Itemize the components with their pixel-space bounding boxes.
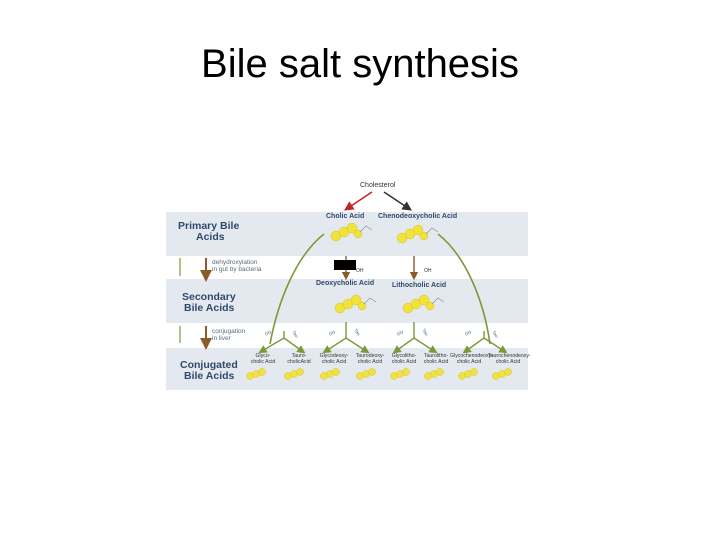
- svg-text:Gly: Gly: [396, 328, 405, 336]
- conjugated-bile-label-2: Bile Acids: [184, 370, 235, 382]
- conjugated-acid-name: Taurochenodeoxy-cholic Acid: [488, 353, 531, 365]
- conjugated-acid-name: Taurodeoxy-cholic Acid: [355, 353, 385, 365]
- lithocholic-acid-label: Lithocholic Acid: [392, 282, 447, 289]
- conjugation-label-2: in liver: [212, 335, 231, 342]
- deoxycholic-acid-label: Deoxycholic Acid: [316, 280, 375, 287]
- primary-bile-label-2: Acids: [196, 231, 225, 243]
- conjugated-bile-label-1: Conjugated: [180, 359, 238, 371]
- oh-label-1: OH: [356, 268, 364, 274]
- secondary-bile-label-1: Secondary: [182, 291, 236, 303]
- cholesterol-to-cheno-arrow: [383, 191, 412, 211]
- cholic-curve-arrow: [269, 233, 325, 345]
- conjugated-acid-name: Glyco-cholic Acid: [250, 353, 276, 365]
- conjugated-acid-name: Glycodeoxy-cholic Acid: [319, 353, 349, 365]
- dehydroxylation-label-1: dehydroxylation: [212, 259, 258, 266]
- bile-acid-diagram: Gly Tau Gly Tau Gly Tau Gly Tau: [166, 176, 531, 390]
- cholesterol-to-cholic-arrow: [344, 191, 373, 211]
- conjugated-acid-name: Taurolitho-cholic Acid: [423, 353, 449, 365]
- svg-text:Tau: Tau: [291, 330, 300, 339]
- blocked-step-box: [334, 260, 356, 270]
- primary-bile-label-1: Primary Bile: [178, 220, 240, 232]
- svg-text:Tau: Tau: [353, 328, 362, 337]
- svg-text:Gly: Gly: [264, 328, 273, 336]
- cholic-acid-label: Cholic Acid: [326, 213, 365, 220]
- svg-text:Tau: Tau: [421, 328, 430, 337]
- conjugation-forks: [258, 322, 508, 354]
- cholesterol-label: Cholesterol: [360, 182, 396, 189]
- molecule-structures: [246, 222, 512, 380]
- conjugated-acid-name: Tauro-cholicAcid: [287, 353, 311, 365]
- conjugated-acid-name: Glycolitho-cholic Acid: [391, 353, 417, 365]
- svg-text:Tau: Tau: [491, 330, 500, 339]
- conjugated-acid-name: Glycochenodeoxy-cholic Acid: [450, 353, 493, 365]
- slide-title: Bile salt synthesis: [201, 42, 519, 86]
- dehydroxylation-label-2: in gut by bacteria: [212, 266, 262, 273]
- diagram-graphics: Gly Tau Gly Tau Gly Tau Gly Tau: [179, 191, 512, 380]
- side-chains: [359, 225, 445, 305]
- conjugation-label-1: conjugation: [212, 328, 246, 335]
- cheno-curve-arrow: [437, 233, 491, 345]
- oh-label-2: OH: [424, 268, 432, 274]
- secondary-bile-label-2: Bile Acids: [184, 302, 235, 314]
- svg-text:Gly: Gly: [328, 328, 337, 336]
- chenodeoxycholic-acid-label: Chenodeoxycholic Acid: [378, 213, 458, 220]
- svg-text:Gly: Gly: [464, 328, 473, 336]
- fork-labels: Gly Tau Gly Tau Gly Tau Gly Tau: [264, 328, 500, 339]
- conjugated-band: [166, 348, 528, 390]
